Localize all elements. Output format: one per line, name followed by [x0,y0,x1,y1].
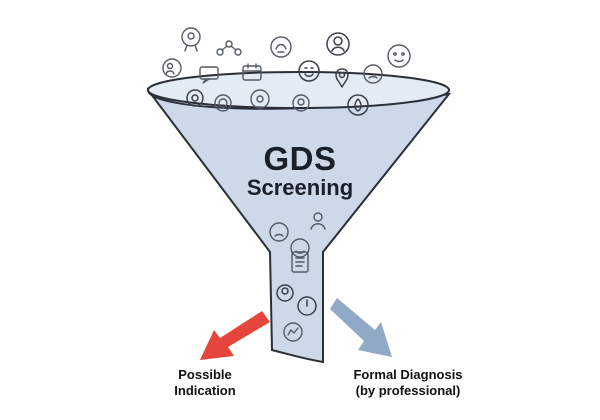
formal-diagnosis-label: Formal Diagnosis (by professional) [333,367,483,399]
possible-indication-line1: Possible [178,367,232,382]
target-icon [214,94,232,112]
sad-face-icon [269,222,289,242]
people-icon [162,58,182,78]
document-icon [291,251,309,273]
funnel-body [146,86,452,364]
calendar-icon [242,63,262,81]
fire-icon [347,94,369,116]
formal-diagnosis-line1: Formal Diagnosis [353,367,463,382]
chat-icon [199,66,219,84]
users-icon [326,32,350,56]
gear-icon [186,89,204,107]
chart-icon [283,322,303,342]
arrow-right [330,298,392,357]
people-icon [276,284,294,302]
gear-icon [250,89,270,109]
possible-indication-line2: Indication [174,383,236,398]
arrow-left-shape [200,311,270,360]
formal-diagnosis-line2: (by professional) [355,383,461,398]
power-icon [297,296,317,316]
network-icon [216,40,242,56]
funnel-title: GDS [263,140,337,177]
funnel-subtitle: Screening [246,175,354,200]
pin-icon [335,68,349,88]
award-icon [181,27,201,52]
face-icon [387,44,411,68]
arrow-right-shape [330,298,392,357]
brain-icon [270,36,292,58]
possible-indication-label: Possible Indication [150,367,260,399]
emoji-icon [298,60,320,82]
arrow-left [200,311,270,360]
user-icon [310,212,326,230]
sad-face-icon [363,64,383,84]
award-icon [292,94,310,112]
